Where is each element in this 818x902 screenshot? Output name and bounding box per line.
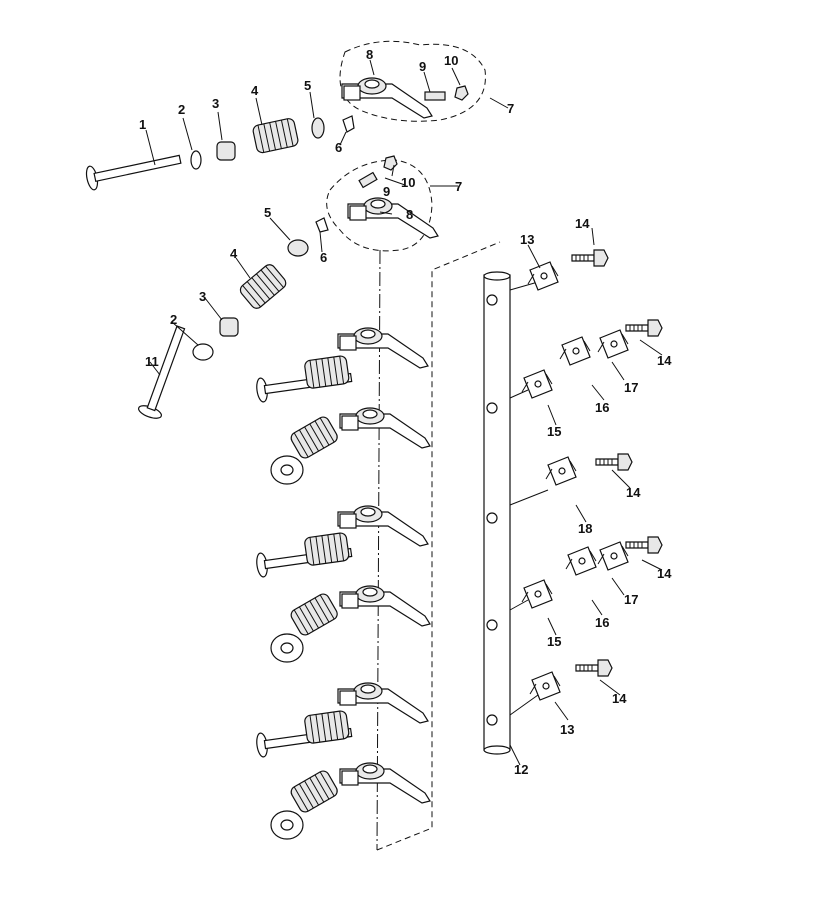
callout-14: 14 (575, 216, 590, 231)
callout-9: 9 (419, 59, 426, 74)
callout-14: 14 (657, 353, 672, 368)
callout-9: 9 (383, 184, 390, 199)
callout-16: 16 (595, 615, 609, 630)
callout-4: 4 (230, 246, 238, 261)
callout-15: 15 (547, 634, 561, 649)
callout-11: 11 (145, 354, 159, 369)
callout-12: 12 (514, 762, 528, 777)
callout-17: 17 (624, 592, 638, 607)
callout-10: 10 (401, 175, 415, 190)
callout-2: 2 (178, 102, 185, 117)
callout-4: 4 (251, 83, 259, 98)
callout-13: 13 (560, 722, 574, 737)
callout-3: 3 (212, 96, 219, 111)
top-valve-group (84, 40, 486, 192)
callout-3: 3 (199, 289, 206, 304)
callout-16: 16 (595, 400, 609, 415)
callout-18: 18 (578, 521, 592, 536)
callout-14: 14 (626, 485, 641, 500)
callout-5: 5 (304, 78, 311, 93)
callout-6: 6 (335, 140, 342, 155)
callout-15: 15 (547, 424, 561, 439)
callout-7: 7 (455, 179, 462, 194)
callout-8: 8 (366, 47, 373, 62)
rocker-shaft (483, 271, 549, 755)
callout-14: 14 (657, 566, 672, 581)
callout-2: 2 (170, 312, 177, 327)
valve-rocker-sets (254, 327, 431, 840)
callout-14: 14 (612, 691, 627, 706)
callout-5: 5 (264, 205, 271, 220)
callout-1: 1 (139, 117, 146, 132)
second-valve-group (136, 155, 439, 422)
callout-13: 13 (520, 232, 534, 247)
callout-6: 6 (320, 250, 327, 265)
callout-10: 10 (444, 53, 458, 68)
shaft-hardware (521, 249, 663, 701)
callout-17: 17 (624, 380, 638, 395)
callout-8: 8 (406, 207, 413, 222)
callout-7: 7 (507, 101, 514, 116)
